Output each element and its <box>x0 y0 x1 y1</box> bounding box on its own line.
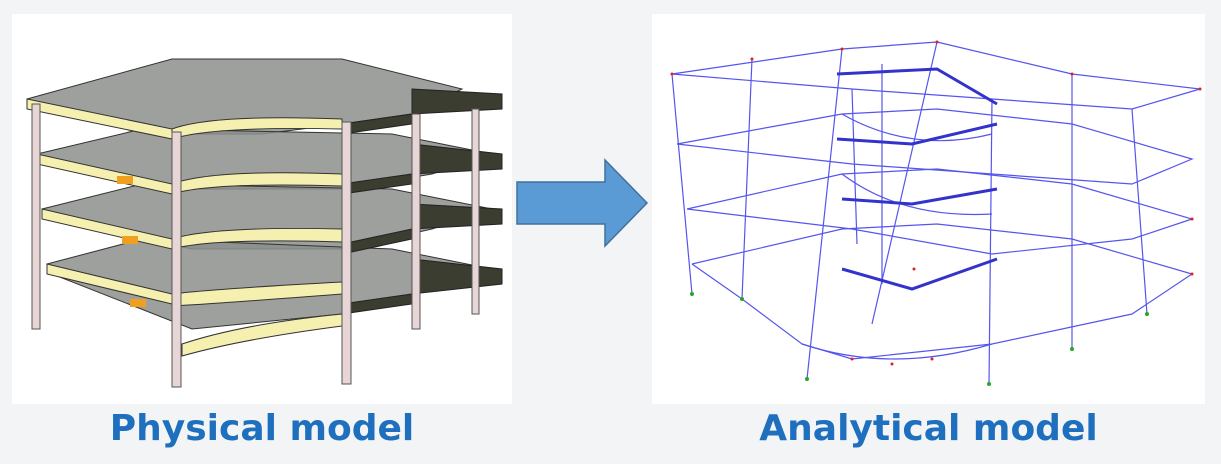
analytical-model-image <box>652 14 1205 404</box>
physical-model-drawing <box>26 58 503 388</box>
physical-model-image <box>12 14 512 404</box>
right-arrow-icon <box>512 155 652 259</box>
analytical-model-drawing <box>671 41 1201 385</box>
analytical-model-caption: Analytical model <box>759 408 1098 449</box>
physical-model-caption: Physical model <box>109 408 415 449</box>
